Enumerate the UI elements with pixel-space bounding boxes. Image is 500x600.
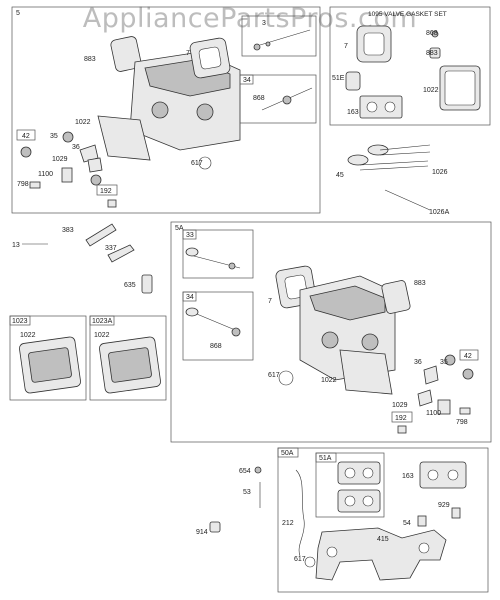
- callout-617-50a: 617: [294, 556, 306, 563]
- group-50a-manifold-box: 50A 51A 212 163 929 54 415 617: [277, 447, 489, 593]
- callout-51e: 51E: [332, 75, 345, 82]
- valve-cover-gasket-7: [189, 37, 231, 79]
- valve-cover-1023-box: 1023 1022: [9, 315, 87, 401]
- group-label-50a: 50A: [281, 450, 294, 457]
- callout-54: 54: [403, 520, 411, 527]
- callout-883: 883: [84, 56, 96, 63]
- callout-798-5a: 798: [456, 419, 468, 426]
- callout-635: 635: [124, 282, 136, 289]
- callout-883-set: 883: [426, 50, 438, 57]
- group-label-5a: 5A: [175, 225, 184, 232]
- callout-868: 868: [253, 95, 265, 102]
- group-label-valve-gasket-set: 1095 VALVE GASKET SET: [368, 11, 447, 18]
- callout-1029-5a: 1029: [392, 402, 408, 409]
- callout-36-5a: 36: [414, 359, 422, 366]
- callout-1022-set: 1022: [423, 87, 439, 94]
- callout-36: 36: [72, 144, 80, 151]
- callout-53: 53: [243, 489, 251, 496]
- callout-1022: 1022: [75, 119, 91, 126]
- group-label-51a: 51A: [319, 455, 332, 462]
- callout-1100-5a: 1100: [426, 410, 441, 417]
- callout-163: 163: [347, 109, 359, 116]
- callout-617: 617: [191, 160, 203, 167]
- callout-7-set: 7: [344, 43, 348, 50]
- intake-exhaust-valves-45: 45 1026 1026A: [336, 144, 450, 216]
- callout-34-5a: 34: [186, 294, 194, 301]
- fuel-misc-group: 654 53 914: [196, 466, 262, 536]
- callout-868-5a: 868: [210, 343, 222, 350]
- callout-1022-1023: 1022: [20, 332, 36, 339]
- callout-35-5a: 35: [440, 359, 448, 366]
- callout-617-5a: 617: [268, 372, 280, 379]
- callout-212: 212: [282, 520, 294, 527]
- callout-914: 914: [196, 529, 208, 536]
- callout-35: 35: [50, 133, 58, 140]
- callout-34: 34: [243, 77, 251, 84]
- callout-868-set: 868: [426, 30, 438, 37]
- callout-7-5a: 7: [268, 298, 272, 305]
- callout-798: 798: [17, 181, 29, 188]
- callout-929: 929: [438, 502, 450, 509]
- head-gasket-883: [110, 36, 142, 72]
- callout-45: 45: [336, 172, 344, 179]
- callout-33: 33: [186, 232, 194, 239]
- group-5-cylinder-head-box: 5 3 34 868: [11, 6, 321, 214]
- misc-bolts-group: 13 383 337 635: [12, 223, 153, 294]
- valve-cover-1023a-box: 1023A 1022: [89, 315, 167, 401]
- cylinder-head: [129, 51, 241, 151]
- group-5a-cylinder-head-box: 5A 33 34 868 7 883 617 1022 36 35 42: [170, 221, 492, 443]
- callout-7: 7: [186, 50, 190, 57]
- callout-192-5a: 192: [395, 415, 407, 422]
- callout-42-5a: 42: [464, 353, 472, 360]
- callout-1022-5a: 1022: [321, 377, 337, 384]
- callout-1029: 1029: [52, 156, 68, 163]
- callout-13: 13: [12, 242, 20, 249]
- callout-42: 42: [22, 133, 30, 140]
- callout-1100: 1100: [38, 171, 53, 178]
- cover-plate-1022: [97, 115, 151, 161]
- callout-337: 337: [105, 245, 117, 252]
- group-label-1023: 1023: [12, 318, 28, 325]
- callout-654: 654: [239, 468, 251, 475]
- callout-383: 383: [62, 227, 74, 234]
- callout-1026a: 1026A: [429, 209, 450, 216]
- callout-1026: 1026: [432, 169, 448, 176]
- callout-883-5a: 883: [414, 280, 426, 287]
- group-label-5: 5: [16, 10, 20, 17]
- callout-192: 192: [100, 188, 112, 195]
- callout-3: 3: [262, 20, 266, 27]
- valve-gasket-set-box: 1095 VALVE GASKET SET 7 868 883 51E 1022…: [329, 6, 491, 126]
- callout-163-50a: 163: [402, 473, 414, 480]
- callout-1022-1023a: 1022: [94, 332, 110, 339]
- group-label-1023a: 1023A: [92, 318, 113, 325]
- callout-415: 415: [377, 536, 389, 543]
